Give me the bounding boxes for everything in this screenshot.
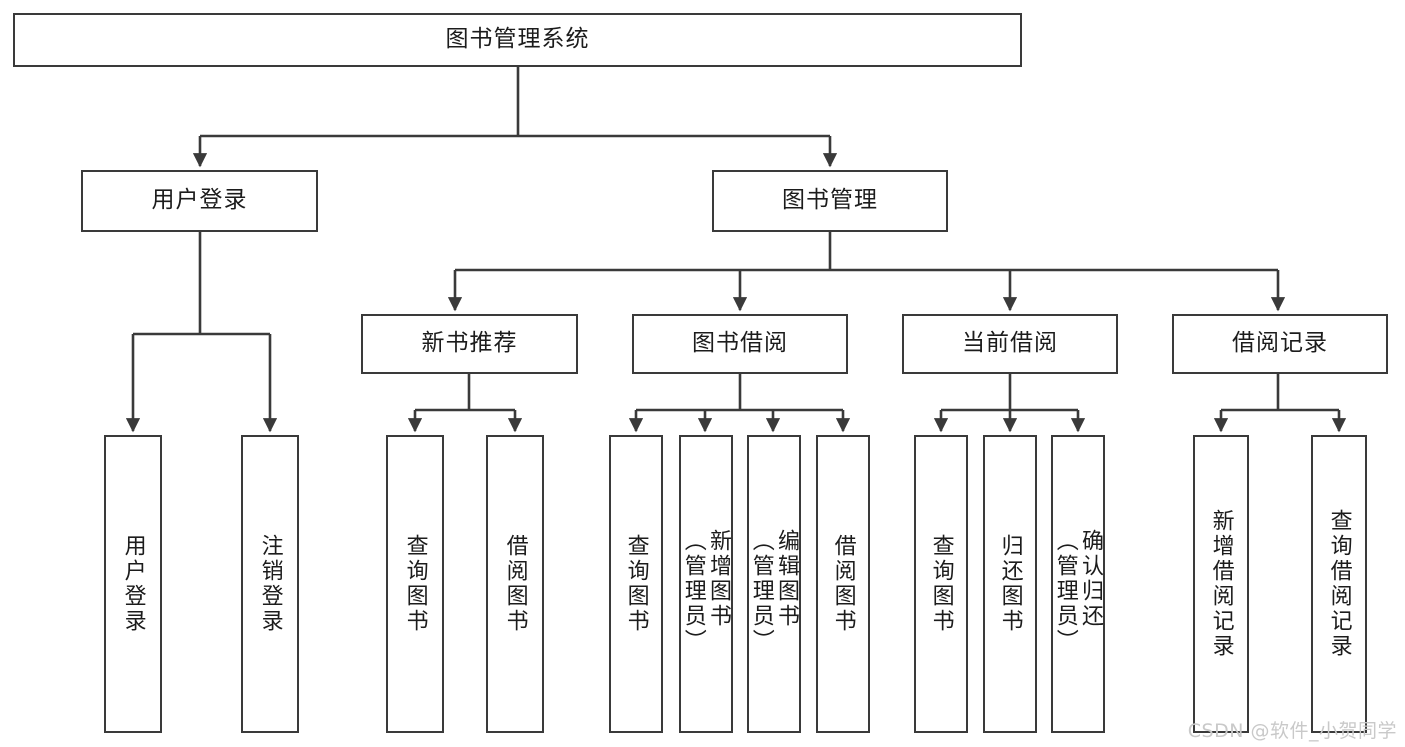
node-label: 借阅图书: [830, 534, 856, 634]
node-root-book-management-system[interactable]: 图书管理系统: [13, 13, 1022, 67]
node-leaf-query-book-recommend[interactable]: 查询图书: [386, 435, 444, 733]
node-current-borrow[interactable]: 当前借阅: [902, 314, 1118, 374]
node-label: 新增借阅记录: [1208, 509, 1234, 659]
node-label: 编辑图书 （管理员）: [748, 528, 799, 654]
node-label: 查询借阅记录: [1326, 509, 1352, 659]
node-label: 图书管理系统: [445, 26, 590, 53]
node-leaf-query-borrow-record[interactable]: 查询借阅记录: [1311, 435, 1367, 733]
node-book-borrow[interactable]: 图书借阅: [632, 314, 848, 374]
node-label: 图书管理: [782, 187, 878, 214]
node-leaf-logout-login[interactable]: 注销登录: [241, 435, 299, 733]
node-label: 图书借阅: [692, 330, 788, 357]
node-label: 确认归还 （管理员）: [1052, 528, 1103, 654]
node-book-management[interactable]: 图书管理: [712, 170, 948, 232]
node-label: 归还图书: [997, 534, 1023, 634]
node-label: 用户登录: [151, 187, 248, 214]
node-borrow-record[interactable]: 借阅记录: [1172, 314, 1388, 374]
node-label: 新书推荐: [421, 330, 518, 357]
node-leaf-borrow-book-recommend[interactable]: 借阅图书: [486, 435, 544, 733]
node-leaf-query-book-borrow[interactable]: 查询图书: [609, 435, 663, 733]
node-leaf-return-book[interactable]: 归还图书: [983, 435, 1037, 733]
node-user-login[interactable]: 用户登录: [81, 170, 318, 232]
node-label: 用户登录: [120, 534, 146, 634]
node-leaf-confirm-return-admin[interactable]: 确认归还 （管理员）: [1051, 435, 1105, 733]
node-leaf-borrow-book[interactable]: 借阅图书: [816, 435, 870, 733]
node-leaf-add-book-admin[interactable]: 新增图书 （管理员）: [679, 435, 733, 733]
node-leaf-edit-book-admin[interactable]: 编辑图书 （管理员）: [747, 435, 801, 733]
csdn-watermark: CSDN @软件_小贺同学: [1187, 720, 1397, 742]
node-label: 查询图书: [928, 534, 954, 634]
node-label: 查询图书: [402, 534, 428, 634]
node-label: 注销登录: [257, 534, 283, 634]
node-new-book-recommend[interactable]: 新书推荐: [361, 314, 578, 374]
node-label: 查询图书: [623, 534, 649, 634]
node-leaf-add-borrow-record[interactable]: 新增借阅记录: [1193, 435, 1249, 733]
node-label: 借阅图书: [502, 534, 528, 634]
node-label: 当前借阅: [962, 330, 1058, 357]
node-leaf-query-book-current[interactable]: 查询图书: [914, 435, 968, 733]
node-leaf-user-login[interactable]: 用户登录: [104, 435, 162, 733]
node-label: 新增图书 （管理员）: [680, 528, 731, 654]
node-label: 借阅记录: [1232, 330, 1328, 357]
